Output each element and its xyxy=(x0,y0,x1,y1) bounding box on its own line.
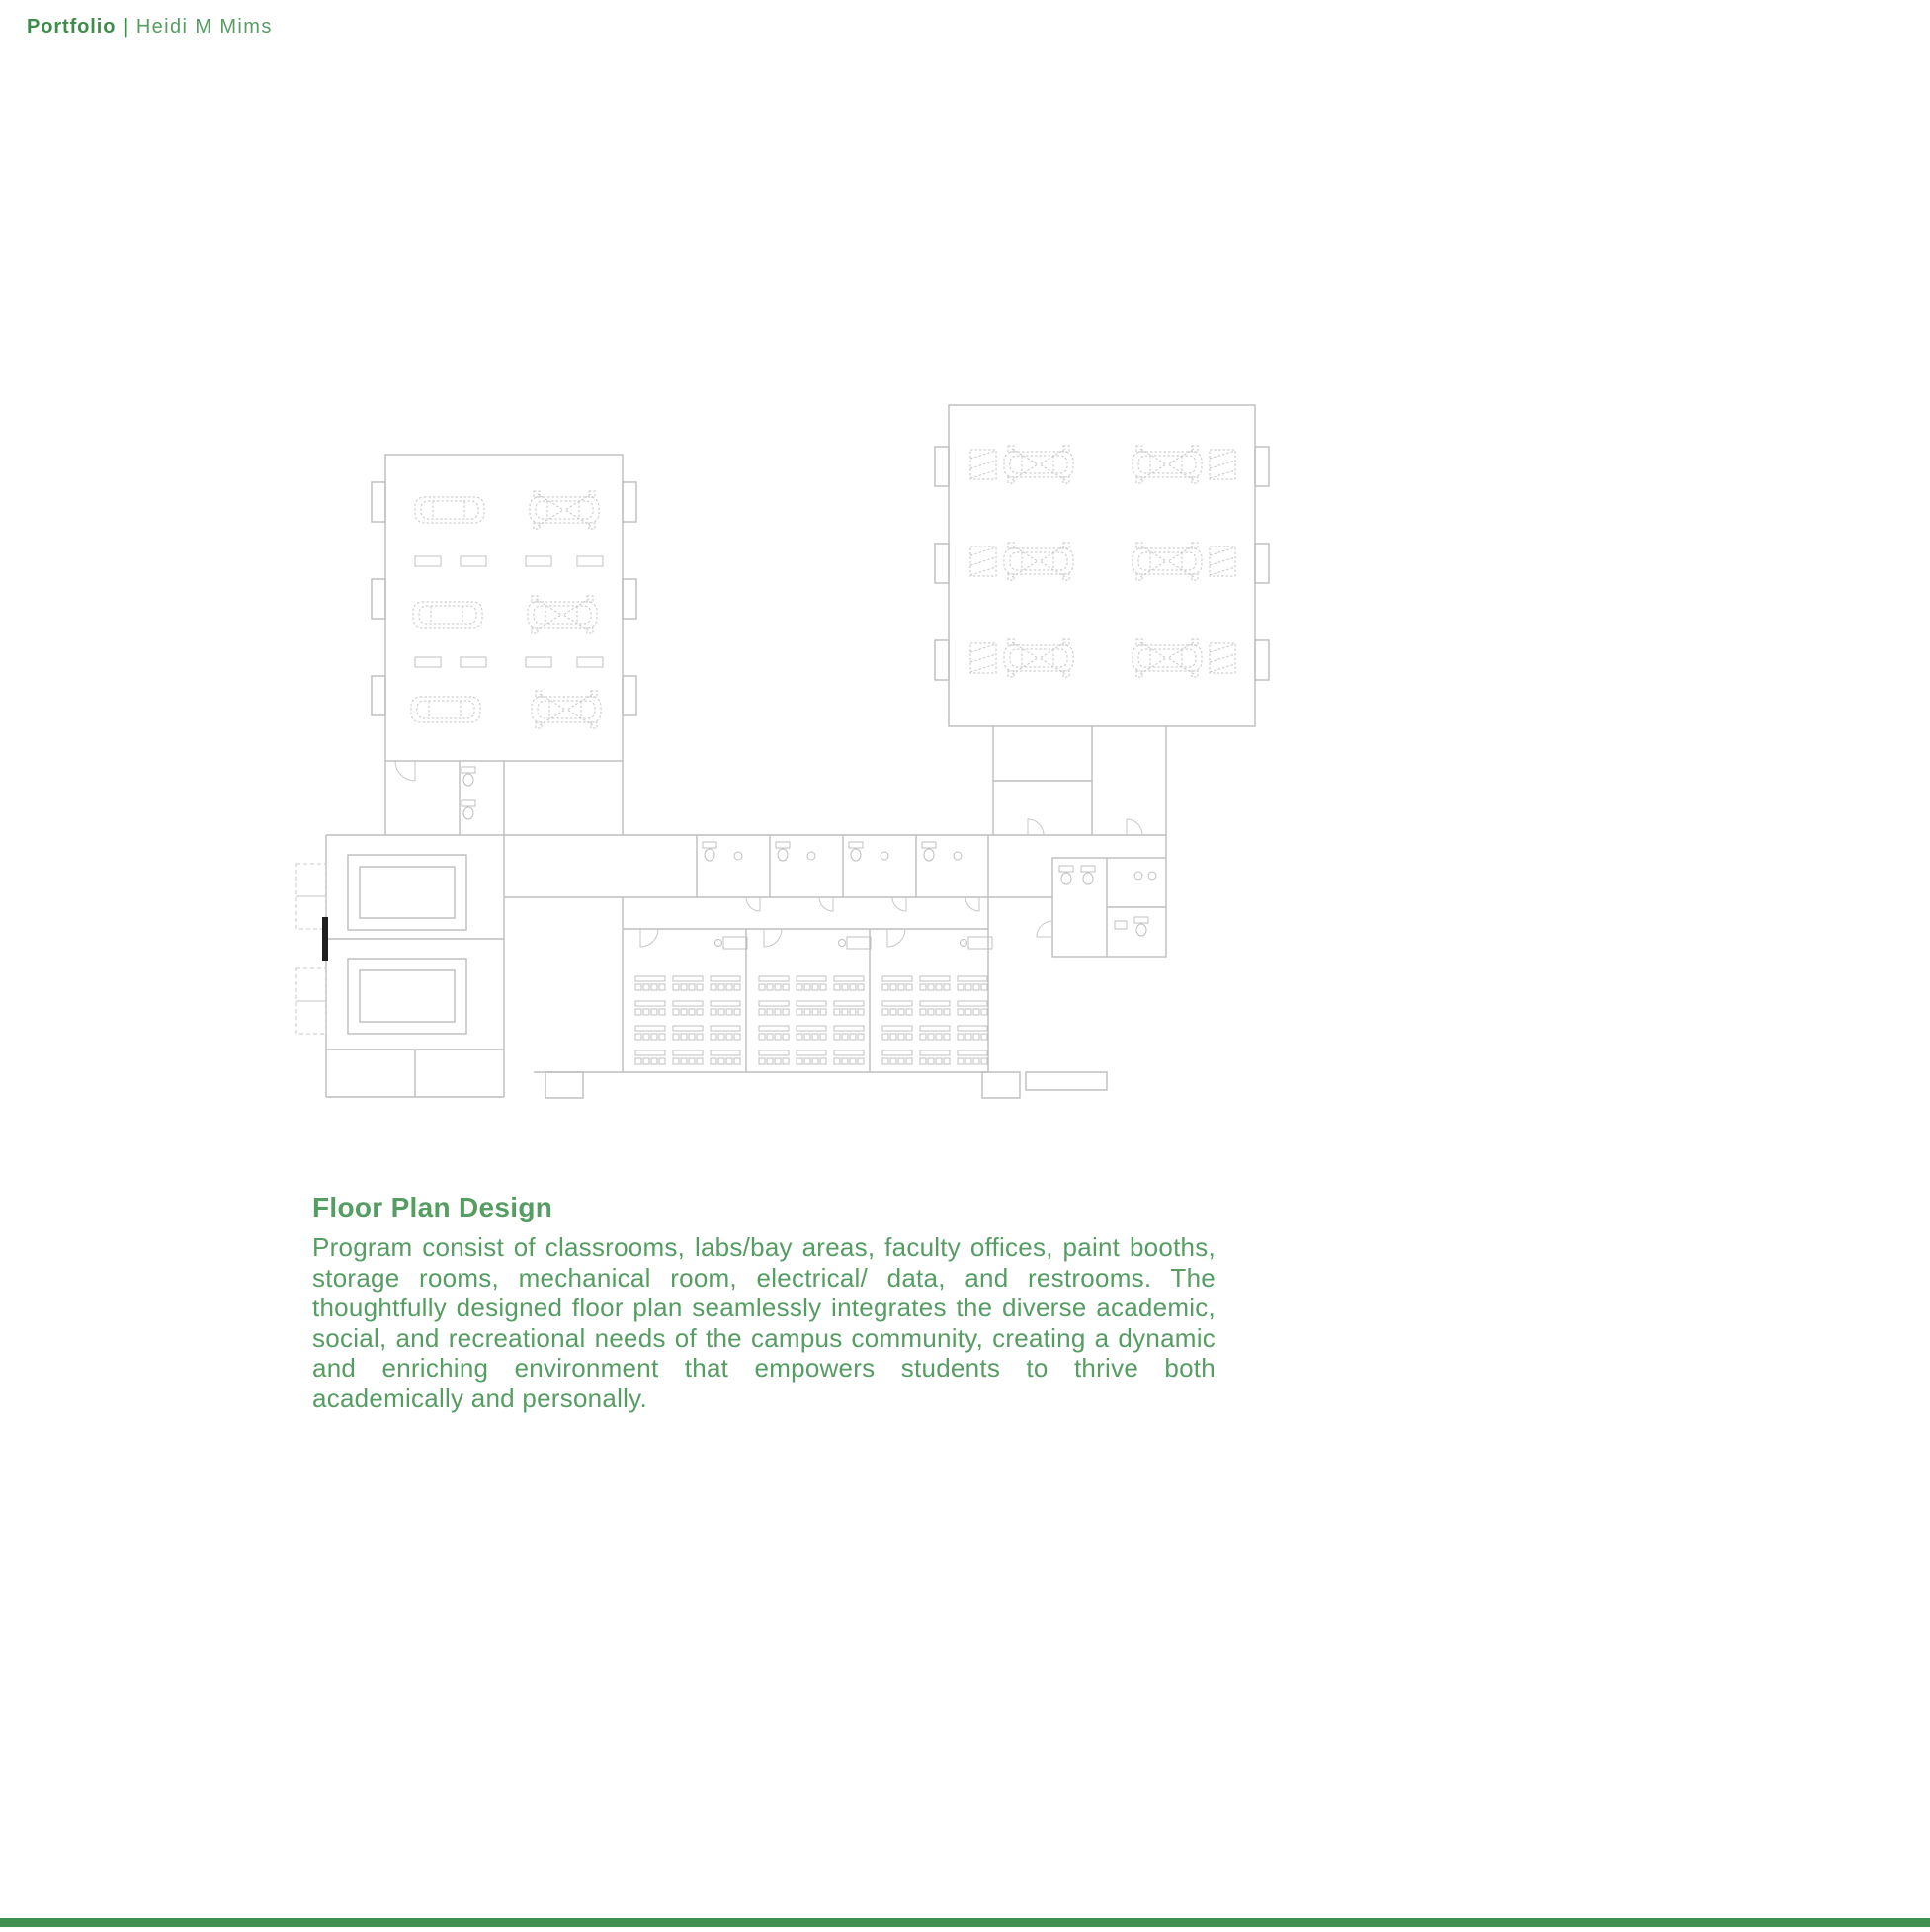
caption-title: Floor Plan Design xyxy=(312,1192,553,1222)
portfolio-brand: Portfolio xyxy=(27,16,117,38)
paint-booth-doors xyxy=(295,863,327,1035)
desk-clusters-room-2 xyxy=(758,975,865,1065)
wall-marker xyxy=(322,917,328,961)
cars-left-bay xyxy=(410,496,485,723)
bay-stations-right xyxy=(969,446,1236,677)
workbenches-left-bay xyxy=(414,555,604,668)
desk-clusters-room-1 xyxy=(634,975,741,1065)
lift-cars-left-bay xyxy=(528,491,601,728)
building-walls xyxy=(325,404,1270,1099)
header-separator: | xyxy=(123,16,129,38)
teacher-desks xyxy=(714,936,993,950)
caption-block: Floor Plan Design Program consist of cla… xyxy=(312,1192,1216,1413)
page-header: Portfolio | Heidi M Mims xyxy=(27,16,273,39)
author-name: Heidi M Mims xyxy=(135,16,273,38)
vestibule-restroom-fixtures xyxy=(461,766,476,820)
caption-body: Program consist of classrooms, labs/bay … xyxy=(312,1232,1216,1413)
corridor-restroom-fixtures xyxy=(702,841,963,862)
door-leaf-lines xyxy=(296,895,326,1002)
footer-accent-bar xyxy=(0,1918,1930,1927)
restroom-block-fixtures xyxy=(1058,865,1157,937)
desk-clusters-room-3 xyxy=(881,975,988,1065)
door-swings xyxy=(394,760,1143,948)
